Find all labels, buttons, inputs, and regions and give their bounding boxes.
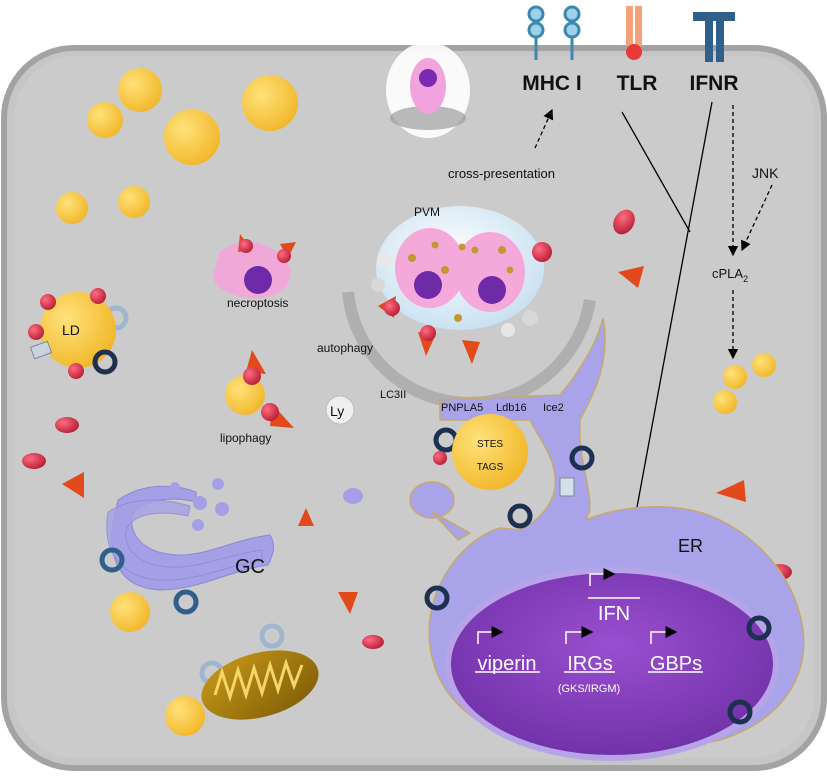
ly-label: Ly — [330, 403, 344, 419]
cpla2-label: cPLA2 — [712, 266, 748, 284]
mhc-i-label: MHC I — [522, 72, 582, 95]
gbps-gene-label: GBPs — [650, 653, 702, 675]
lc3ii-label: LC3II — [380, 389, 406, 401]
tlr-receptor — [626, 6, 642, 60]
lipophagy-droplet — [225, 350, 294, 428]
ice2-label: Ice2 — [543, 402, 564, 414]
parasitophorous-vacuole — [342, 206, 596, 409]
necroptosis-label: necroptosis — [227, 296, 288, 310]
ifnr-label: IFNR — [690, 72, 739, 95]
pnpla5-label: PNPLA5 — [441, 402, 483, 414]
lipid-droplets-top-left — [56, 68, 298, 224]
signaling-arrows — [534, 101, 773, 547]
gks-irgm-label: (GKS/IRGM) — [558, 683, 620, 695]
mhc-i-receptor — [527, 5, 581, 60]
stes-label: STES — [477, 439, 503, 450]
tags-label: TAGS — [477, 462, 504, 473]
golgi-complex — [99, 478, 363, 632]
pvm-label: PVM — [414, 205, 440, 219]
cross-presentation-label: cross-presentation — [448, 166, 555, 181]
nucleus — [445, 567, 779, 761]
jnk-label: JNK — [752, 165, 779, 181]
stes-tags-droplet — [433, 414, 595, 497]
lipid-droplets-right — [713, 353, 776, 414]
gc-label: GC — [235, 556, 265, 578]
necroptotic-cell — [213, 234, 296, 298]
lysosome — [325, 395, 355, 425]
scattered-effectors — [22, 209, 792, 649]
mitochondrion — [165, 623, 319, 736]
ifnr-receptor — [693, 12, 735, 62]
tlr-label: TLR — [617, 72, 658, 95]
irgs-gene-label: IRGs — [567, 653, 613, 675]
lipophagy-label: lipophagy — [220, 431, 271, 445]
autophagy-label: autophagy — [317, 341, 373, 355]
invading-parasite — [386, 42, 470, 138]
membrane-rings — [424, 503, 772, 725]
ifn-gene-label: IFN — [598, 603, 630, 625]
er-label: ER — [678, 536, 703, 556]
viperin-gene-label: viperin — [478, 653, 537, 675]
ld-label: LD — [62, 322, 80, 338]
ldb16-label: Ldb16 — [496, 402, 527, 414]
lipid-droplet-ld — [28, 288, 129, 379]
